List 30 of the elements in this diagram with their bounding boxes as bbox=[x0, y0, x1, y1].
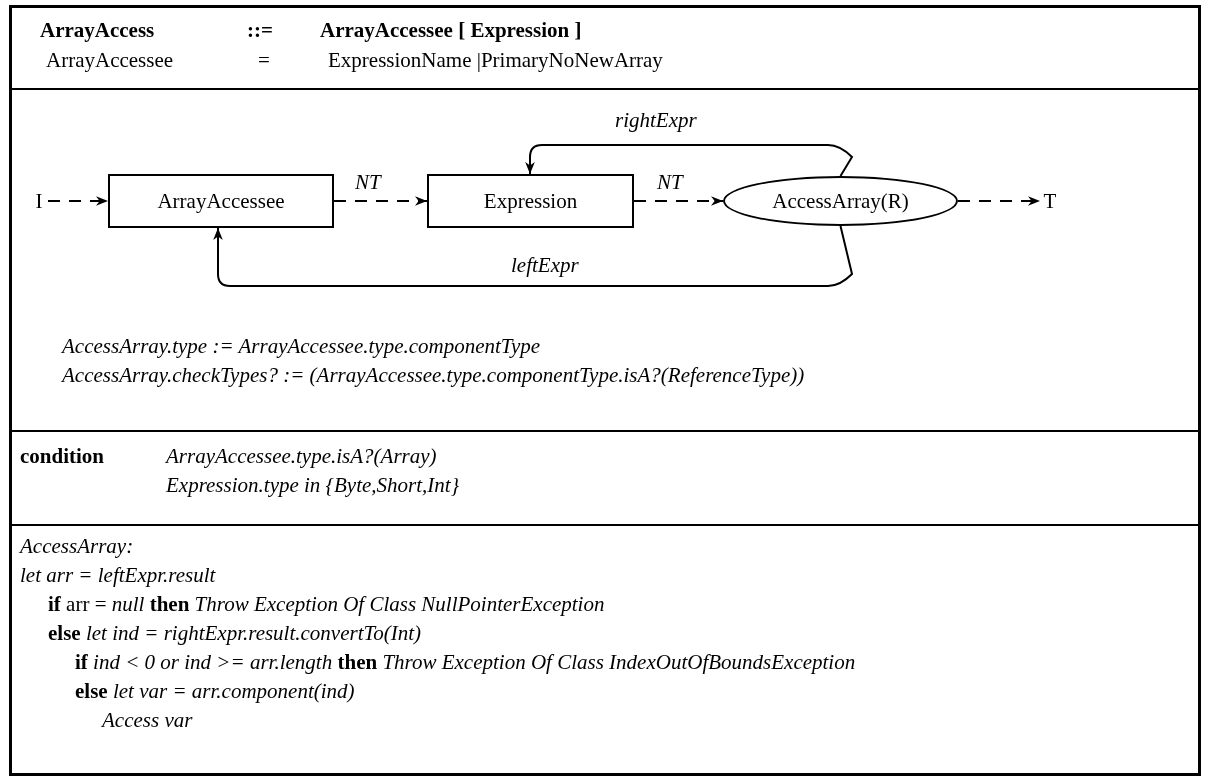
attribute-rule: AccessArray.type := ArrayAccessee.type.componentType bbox=[62, 336, 541, 357]
dashed-arrow bbox=[333, 196, 428, 206]
edge-label: rightExpr bbox=[612, 110, 700, 131]
nonterminal-box: Expression bbox=[427, 174, 634, 228]
action-ellipse: AccessArray(R) bbox=[723, 176, 958, 226]
rule-text: ArrayAccessee bbox=[46, 50, 174, 71]
dashed-arrow bbox=[633, 196, 724, 206]
code-line: let arr = leftExpr.result bbox=[20, 565, 216, 586]
arrow bbox=[525, 144, 853, 177]
rule-text: ExpressionName |PrimaryNoNewArray bbox=[328, 50, 663, 71]
code-line: else let var = arr.component(ind) bbox=[75, 681, 355, 702]
condition-keyword: condition bbox=[20, 446, 105, 467]
code-line: else let ind = rightExpr.result.convertTo(Int) bbox=[48, 623, 422, 644]
terminal-label: I bbox=[30, 188, 48, 214]
nonterminal-box: ArrayAccessee bbox=[108, 174, 334, 228]
code-line: if arr = null then Throw Exception Of Class NullPointerException bbox=[48, 594, 605, 615]
rule-text: ::= bbox=[247, 20, 273, 41]
dashed-arrow bbox=[957, 196, 1041, 206]
rule-text: ArrayAccess bbox=[40, 20, 155, 41]
condition-text: Expression.type in {Byte,Short,Int} bbox=[166, 475, 460, 496]
condition-text: ArrayAccessee.type.isA?(Array) bbox=[166, 446, 437, 467]
rule-text: = bbox=[258, 50, 270, 71]
attribute-rule: AccessArray.checkTypes? := (ArrayAccessee.type.componentType.isA?(ReferenceType)) bbox=[62, 365, 805, 386]
code-line: AccessArray: bbox=[20, 536, 134, 557]
code-line: if ind < 0 or ind >= arr.length then Throw Exception Of Class IndexOutOfBoundsException bbox=[75, 652, 856, 673]
rule-text: ArrayAccessee [ Expression ] bbox=[320, 20, 582, 41]
dashed-arrow bbox=[47, 196, 109, 206]
terminal-label: T bbox=[1040, 188, 1060, 214]
code-line: Access var bbox=[102, 710, 193, 731]
arrow bbox=[213, 225, 853, 287]
